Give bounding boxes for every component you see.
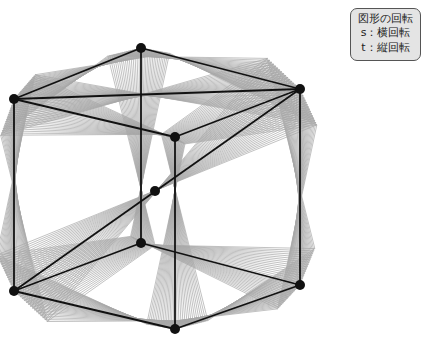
trail-line: [183, 118, 314, 143]
trail-line: [0, 120, 315, 259]
trail-line: [0, 75, 35, 255]
cube: [9, 43, 305, 334]
vertex-dot: [170, 324, 180, 334]
trail-line: [10, 241, 139, 282]
trail-line: [12, 93, 302, 286]
trail-line: [10, 98, 305, 282]
trail-line: [20, 83, 294, 296]
cube-edge: [299, 89, 301, 285]
trail-line: [1, 116, 313, 264]
vertex-dot: [295, 84, 305, 94]
legend-box: 図形の回転s：横回転t：縦回転: [350, 8, 421, 61]
cube-edge: [174, 137, 176, 329]
trail-line: [1, 133, 162, 135]
vertex-dot: [136, 238, 146, 248]
vertex-dot: [9, 286, 19, 296]
cube-edge: [14, 48, 141, 99]
trail-line: [0, 238, 133, 262]
cube-edge: [175, 89, 300, 137]
vertex-dot: [136, 43, 146, 53]
trail-line: [181, 109, 310, 141]
trail-line: [3, 111, 310, 268]
trail-line: [131, 53, 170, 236]
key-line: t：縦回転: [357, 41, 414, 55]
vertex-dot: [9, 94, 19, 104]
trail-line: [0, 123, 316, 258]
trail-line: [0, 255, 147, 324]
cube-edge: [14, 89, 300, 99]
cube-edge: [13, 99, 15, 291]
cube-edge: [14, 291, 175, 329]
trail-line: [13, 91, 301, 289]
trail-line: [147, 144, 185, 324]
trail-line: [1, 238, 133, 264]
cube-edge: [140, 48, 142, 243]
cube-edge: [175, 285, 300, 329]
rotation-trails: [0, 48, 317, 328]
vertex-dot: [150, 186, 160, 196]
trail-line: [9, 100, 306, 280]
trail-line: [11, 96, 303, 285]
key-line: s：横回転: [357, 26, 414, 40]
trail-line: [0, 125, 317, 255]
trail-line: [0, 78, 32, 260]
cube-edge: [14, 243, 141, 291]
vertex-dot: [170, 132, 180, 142]
trail-line: [185, 125, 317, 144]
trail-line: [182, 116, 312, 142]
cube-edge: [14, 89, 300, 291]
trail-line: [1, 134, 162, 136]
trail-line: [2, 131, 163, 135]
vertex-dot: [295, 280, 305, 290]
trail-line: [8, 102, 307, 277]
cube-edge: [14, 99, 175, 137]
box-heading: 図形の回転: [357, 12, 414, 26]
trail-line: [2, 114, 311, 267]
trail-line: [0, 118, 314, 262]
cube-edge: [141, 48, 300, 89]
cube-edge: [141, 243, 300, 285]
